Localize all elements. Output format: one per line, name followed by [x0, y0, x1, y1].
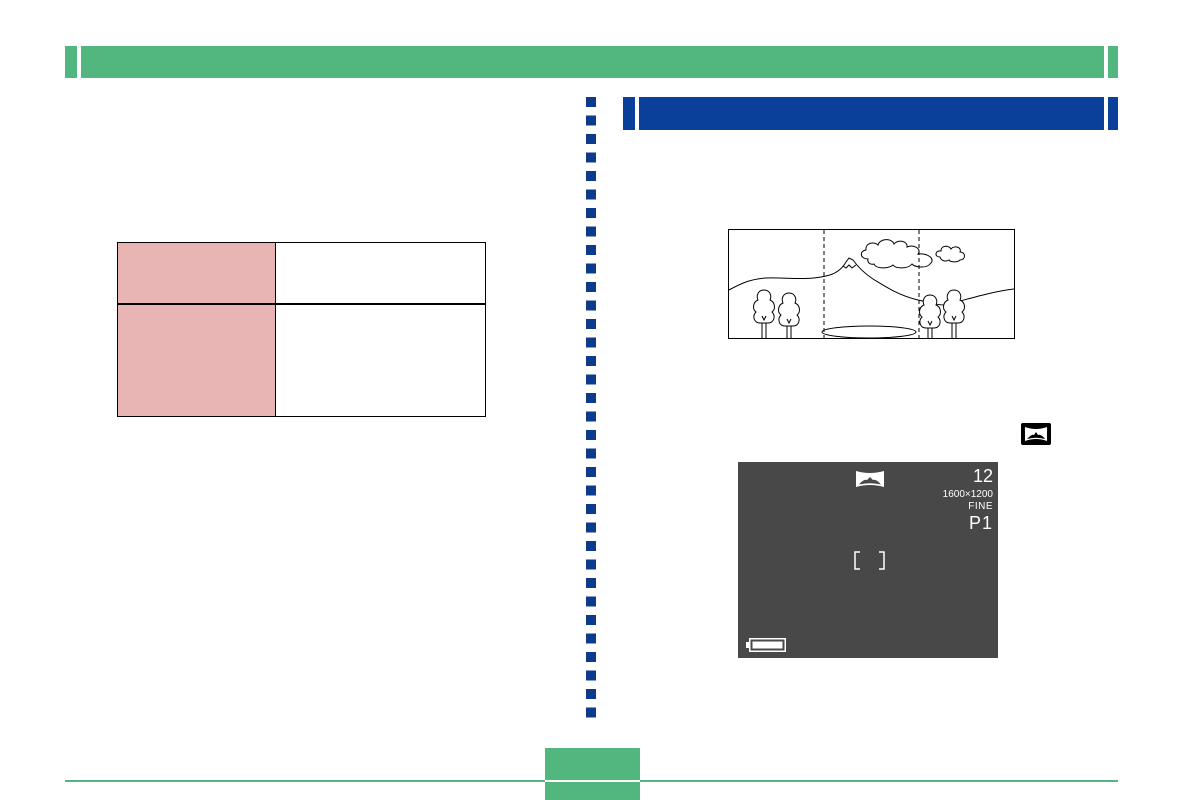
image-quality-readout: FINE [968, 501, 993, 512]
section-header-bar [623, 97, 1118, 130]
focus-frame-icon [854, 551, 885, 570]
table-row [118, 305, 485, 416]
section-bar-left-stripe [635, 97, 639, 130]
table-value-cell [276, 305, 485, 416]
panorama-mode-icon [1021, 423, 1051, 445]
camera-lcd-screen: 12 1600×1200 FINE P1 [738, 462, 998, 658]
mountain-snow-cap [842, 264, 857, 269]
page-number-box [545, 748, 640, 800]
section-bar-right-stripe [1104, 97, 1108, 130]
header-bar-left-stripe [77, 46, 81, 78]
panorama-mode-icon [856, 471, 884, 487]
shots-remaining-count: 12 [972, 466, 993, 486]
table-value-cell [276, 243, 485, 303]
page-box-rule [545, 780, 640, 782]
image-size-readout: 1600×1200 [942, 489, 993, 500]
header-bar-right-stripe [1104, 46, 1108, 78]
cloud-large [860, 239, 933, 269]
chapter-header-bar [65, 46, 1118, 78]
column-divider-dots [586, 97, 596, 723]
table-label-cell [118, 243, 276, 303]
panorama-scene-illustration [728, 229, 1015, 339]
lake-shape [821, 325, 917, 339]
table-label-cell [118, 305, 276, 416]
recording-mode-readout: P1 [968, 513, 993, 533]
table-row [118, 243, 485, 305]
settings-table [117, 242, 486, 417]
cloud-small [935, 245, 965, 263]
battery-icon [746, 638, 786, 652]
